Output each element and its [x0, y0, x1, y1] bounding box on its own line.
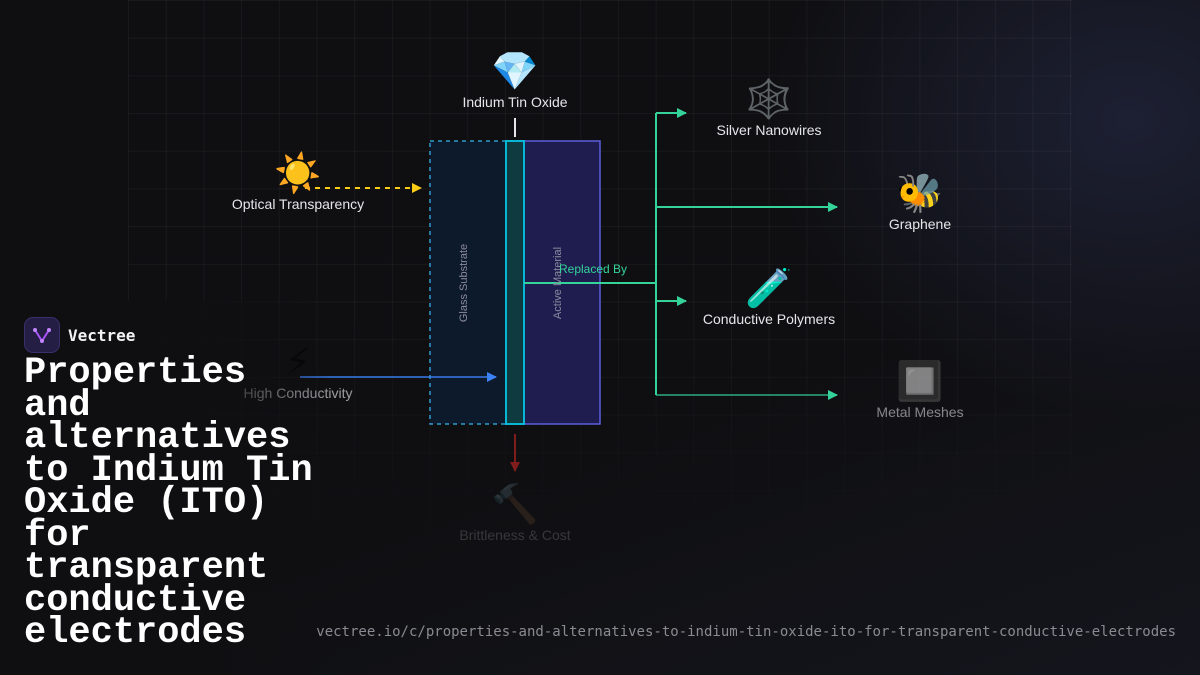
- node-label: Indium Tin Oxide: [462, 94, 568, 110]
- node-label: Brittleness & Cost: [459, 527, 571, 543]
- brand-name: Vectree: [68, 325, 136, 345]
- bee-icon: 🐝: [896, 173, 944, 215]
- node-optical-transparency: ☀️ Optical Transparency: [232, 152, 364, 212]
- node-conductive-polymers: 🧪 Conductive Polymers: [703, 267, 835, 327]
- sun-icon: ☀️: [274, 153, 322, 195]
- brand: Vectree: [24, 317, 135, 353]
- replaced-by-label: Replaced By: [559, 262, 628, 276]
- glass-substrate-label: Glass Substrate: [458, 243, 470, 323]
- replaced-by-connector: [524, 113, 657, 395]
- node-silver-nanowires: 🕸️ Silver Nanowires: [716, 78, 821, 138]
- page-title: Properties and alternatives to Indium Ti…: [24, 352, 313, 654]
- node-graphene: 🐝 Graphene: [889, 172, 951, 232]
- test-tube-icon: 🧪: [745, 268, 793, 310]
- node-label: Conductive Polymers: [702, 311, 836, 327]
- gem-icon: 💎: [491, 51, 539, 93]
- node-indium-tin-oxide: 💎 Indium Tin Oxide: [462, 50, 567, 110]
- node-label: Metal Meshes: [876, 404, 964, 420]
- web-icon: 🕸️: [745, 79, 793, 121]
- node-brittleness-cost: 🔨 Brittleness & Cost: [459, 483, 570, 543]
- hammer-icon: 🔨: [491, 484, 539, 526]
- node-metal-meshes: 🔲 Metal Meshes: [876, 360, 963, 420]
- square-button-icon: 🔲: [896, 361, 944, 403]
- node-label: Silver Nanowires: [716, 122, 822, 138]
- node-label: Graphene: [888, 216, 952, 232]
- node-label: Optical Transparency: [231, 196, 365, 212]
- title-backdrop: [0, 300, 330, 675]
- vectree-logo-icon: [24, 317, 60, 353]
- page-url: vectree.io/c/properties-and-alternatives…: [316, 624, 1176, 640]
- interface-layer: [505, 140, 525, 425]
- active-material-label: Active Material: [552, 246, 564, 320]
